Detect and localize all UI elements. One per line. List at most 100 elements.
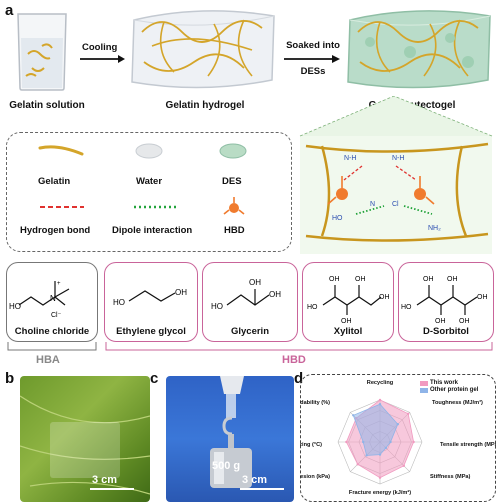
svg-text:OH: OH [423,276,434,283]
svg-text:N-H: N-H [344,155,356,162]
svg-text:OH: OH [477,294,488,301]
hba-group-label: HBA [36,354,60,366]
radar-point-1-1 [396,423,399,426]
legend-water: Water [136,176,163,187]
panel-label-a: a [5,2,14,19]
radar-point-1-7 [352,414,355,417]
svg-text:+: + [57,281,61,287]
svg-text:OH: OH [175,288,187,297]
svg-text:HO: HO [211,302,223,311]
d-sorbitol-structure: HO OH OH OH OH OH [401,276,488,325]
xylitol-box: HO OH OH OH OH Xylitol [302,262,394,342]
svg-text:HO: HO [307,304,318,311]
radar-point-0-6 [345,440,348,444]
leaf-photo: 3 cm [20,376,150,502]
svg-text:OH: OH [269,290,281,299]
svg-text:N: N [50,294,56,303]
svg-text:OH: OH [435,318,446,325]
glycerin-name: Glycerin [230,326,270,337]
water-legend-icon [135,143,163,159]
group-brackets [7,342,493,351]
molecular-interaction-schematic: N-H N-H N Cl NH₂ HO [299,96,493,254]
legend-box [6,132,292,252]
cooling-label: Cooling [82,42,118,53]
hbond-legend-icon [40,206,84,208]
d-sorbitol-name: D-Sorbitol [423,326,469,337]
svg-text:NH₂: NH₂ [428,225,441,232]
dipole-legend-icon [134,205,178,209]
legend-other-label: Other protein gel [430,387,479,393]
radar-box [300,374,496,502]
svg-text:HO: HO [332,215,343,222]
d-sorbitol-box: HO OH OH OH OH OH D-Sorbitol [398,262,494,342]
legend-gelatin: Gelatin [38,176,71,187]
radar-axis-label-4: Fracture energy (kJ/m²) [349,489,411,496]
svg-text:Cl⁻: Cl⁻ [51,312,62,319]
beaker-illustration [17,13,67,91]
scale-text-b: 3 cm [92,474,118,486]
radar-point-1-6 [362,440,365,444]
radar-axis-label-0: Recycling [367,380,394,386]
radar-point-1-4 [378,453,382,456]
radar-point-0-5 [356,463,359,466]
legend-other: Other protein gel [420,387,494,393]
svg-text:HO: HO [9,302,21,311]
legend-this-work: This work [420,380,494,386]
svg-text:N: N [370,201,375,208]
radar-axis-label-2: Tensile strength (MPa) [440,442,496,448]
soaked-arrow [284,55,340,63]
radar-point-0-0 [378,398,382,402]
glycerin-box: HO OH OH Glycerin [202,262,298,342]
radar-point-1-2 [389,440,392,444]
svg-text:OH: OH [341,318,352,325]
radar-point-1-3 [384,446,388,450]
soaked-label-line1: Soaked into [286,40,340,51]
legend-this-work-label: This work [430,380,459,386]
radar-axis-label-1: Toughness (MJ/m³) [432,399,483,406]
choline-chloride-box: N + HO Cl⁻ Choline chloride [6,262,98,342]
ethylene-glycol-structure: HO OH [113,288,187,307]
gelatin-hydrogel-illustration [131,10,275,89]
svg-text:OH: OH [355,276,366,283]
legend-hbd: HBD [224,225,245,236]
xylitol-name: Xylitol [333,326,363,337]
scale-bar-b [90,488,134,490]
svg-text:OH: OH [447,276,458,283]
leaf-veins [20,395,150,495]
weight-photo: 500 g 3 cm [166,376,294,502]
panel-label-c: c [150,370,159,387]
soaked-label-line2: DESs [300,66,326,77]
svg-text:Cl: Cl [392,201,399,208]
hbd-legend-icon [223,197,245,215]
radar-point-1-5 [365,454,368,457]
radar-axis-label-5: Adhesion (kPa) [300,474,330,480]
legend-swatch-other [420,387,428,393]
radar-point-0-2 [412,440,415,444]
radar-point-0-3 [402,464,405,467]
weight-illustration [210,376,252,488]
radar-point-0-1 [407,412,410,415]
radar-axis-label-3: Stiffness (MPa) [430,474,471,480]
panel-label-b: b [5,370,15,387]
svg-text:OH: OH [249,278,261,287]
svg-text:OH: OH [459,318,470,325]
ethylene-glycol-name: Ethylene glycol [116,326,186,337]
gelatin-legend-icon [38,145,84,156]
weight-label: 500 g [212,460,241,472]
gelatin-hydrogel-label: Gelatin hydrogel [165,100,245,111]
legend-hydrogen-bond: Hydrogen bond [20,225,91,236]
legend-swatch-this-work [420,380,428,386]
ethylene-glycol-box: HO OH Ethylene glycol [104,262,198,342]
radar-axis-label-7: Degradability (%) [300,400,330,406]
svg-text:OH: OH [329,276,340,283]
des-legend-icon [219,143,247,159]
cooling-arrow [80,55,125,63]
gelatin-eutectogel-illustration [347,10,491,89]
choline-chloride-name: Choline chloride [14,326,90,337]
radar-point-1-0 [378,403,382,406]
radar-point-0-4 [378,476,382,479]
scale-bar-c [240,488,284,490]
choline-chloride-structure: N + HO Cl⁻ [9,281,70,319]
svg-text:OH: OH [379,294,390,301]
